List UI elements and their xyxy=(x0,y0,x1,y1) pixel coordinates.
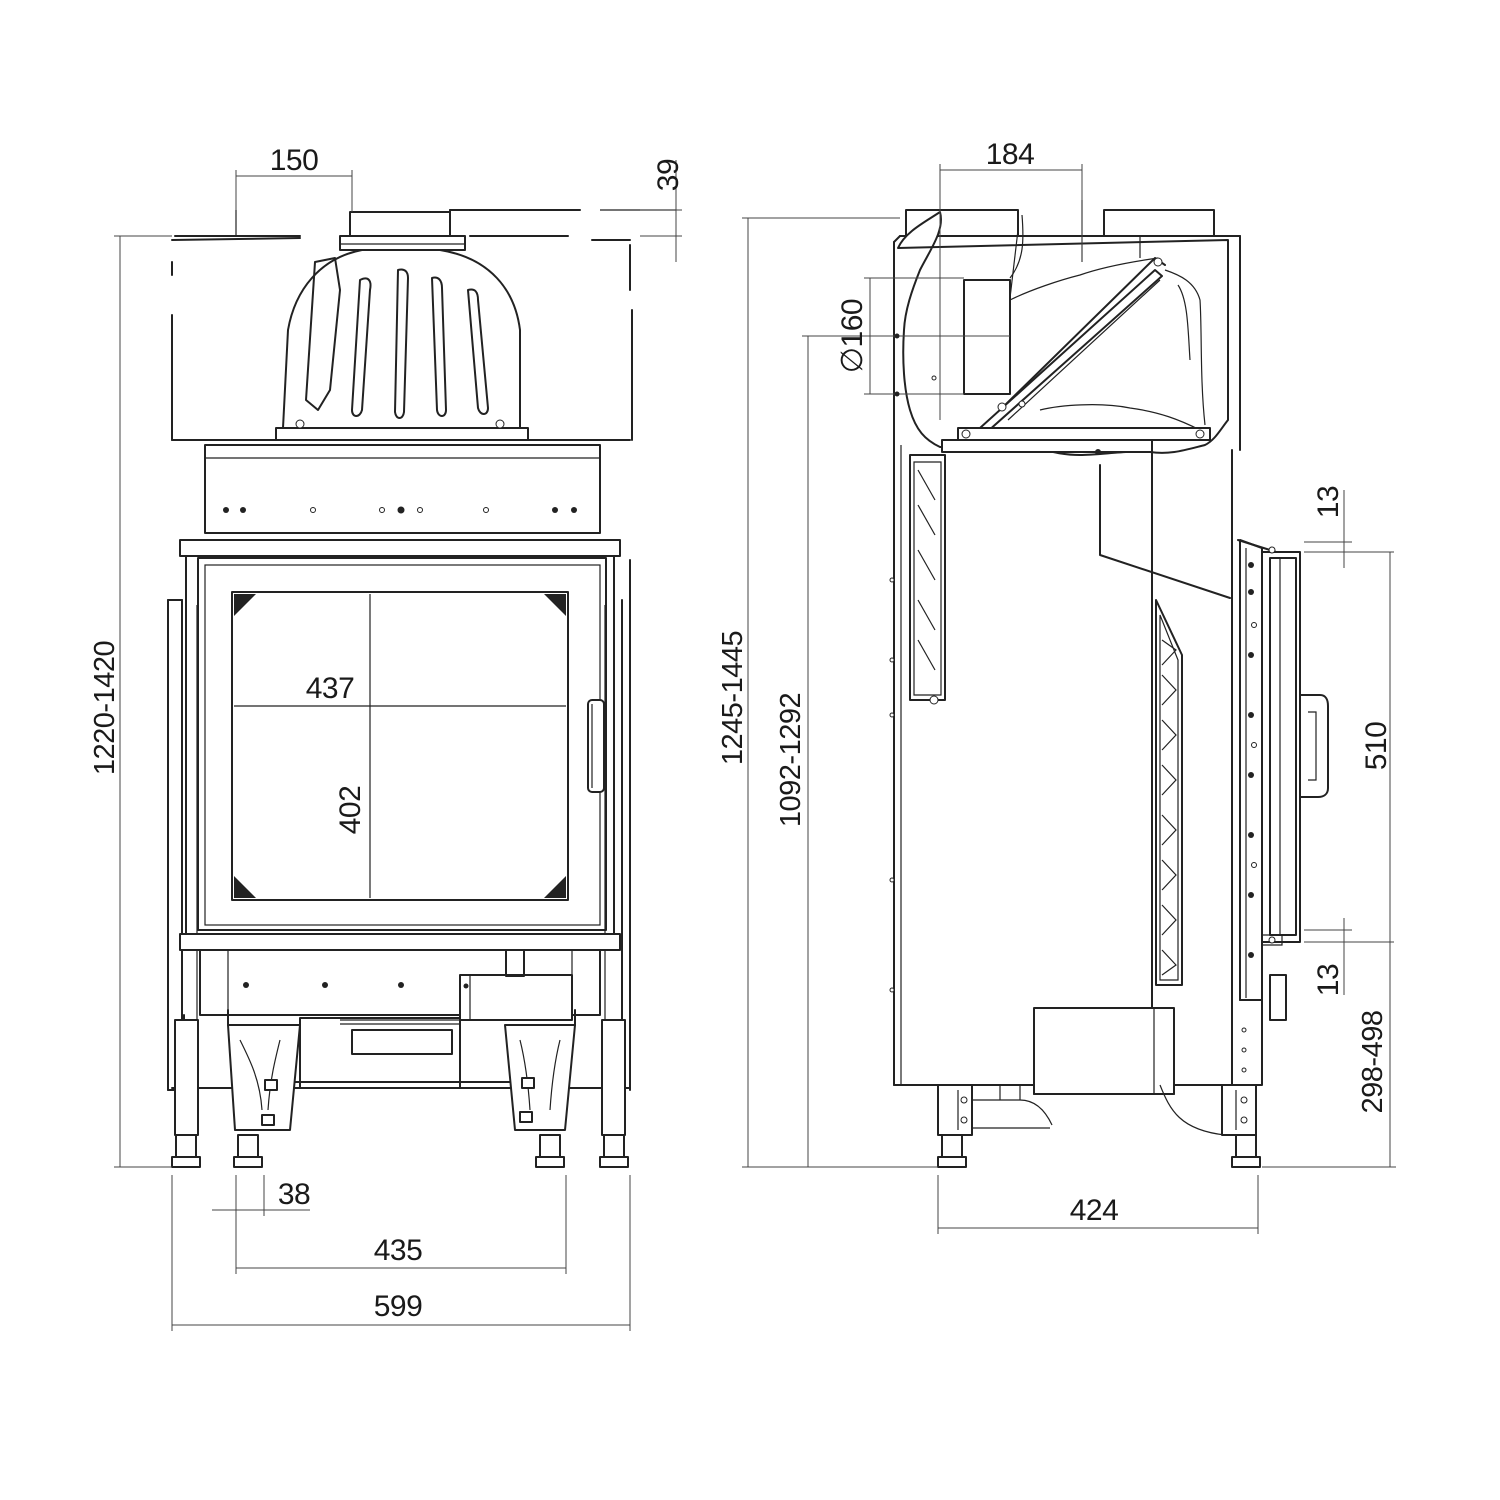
dim-front-total-width-label: 599 xyxy=(374,1290,423,1323)
front-convection-dome xyxy=(275,249,529,441)
dim-door-height-label: 510 xyxy=(1360,722,1393,771)
front-door[interactable] xyxy=(179,539,621,951)
side-legs xyxy=(937,1084,1261,1168)
front-glass xyxy=(231,591,569,901)
front-top-cover xyxy=(171,209,676,241)
side-top-collars xyxy=(905,209,1215,237)
side-left-vent xyxy=(909,454,946,705)
front-door-handle[interactable] xyxy=(587,699,605,793)
dim-top-offset-label: 39 xyxy=(652,159,685,191)
dim-glass-width-label: 437 xyxy=(306,672,355,705)
front-glass-dims xyxy=(234,594,566,898)
front-lower-section xyxy=(171,949,631,1101)
side-door-handle[interactable] xyxy=(1299,694,1329,798)
dim-leg-spacing-label: 435 xyxy=(374,1234,423,1267)
side-view: 184 ∅160 1245-1445 1092-1292 13 510 13 2… xyxy=(717,138,1396,1234)
dim-leg-width-label: 38 xyxy=(278,1178,310,1211)
front-dimension-lines xyxy=(114,160,682,1331)
dim-front-total-height-label: 1220-1420 xyxy=(89,641,121,775)
side-right-vent xyxy=(1155,599,1183,986)
dim-flue-height-label: 1092-1292 xyxy=(775,693,807,827)
side-dimension-lines xyxy=(742,164,1396,1234)
dim-flue-diameter-label: ∅160 xyxy=(836,299,869,373)
side-main-body xyxy=(889,235,1241,1086)
dim-door-base-height-label: 298-498 xyxy=(1357,1011,1389,1114)
side-door-assembly[interactable] xyxy=(1237,539,1329,1086)
front-view: 150 39 1220-1420 437 402 38 435 599 xyxy=(89,144,685,1331)
dim-side-total-height-label: 1245-1445 xyxy=(717,631,749,765)
front-upper-panel xyxy=(204,444,601,534)
dim-flue-offset-label: 184 xyxy=(986,138,1035,171)
side-cutaway xyxy=(897,200,1229,456)
dim-glass-height-label: 402 xyxy=(334,786,367,835)
front-ashpan-lever[interactable] xyxy=(459,974,573,1021)
dim-flue-width-label: 150 xyxy=(270,144,319,177)
dim-side-total-depth-label: 424 xyxy=(1070,1194,1119,1227)
front-ashpan[interactable] xyxy=(351,1029,453,1055)
dim-door-bottom-gap-label: 13 xyxy=(1312,964,1345,996)
dim-door-top-gap-label: 13 xyxy=(1312,486,1345,518)
front-flue-collar xyxy=(339,211,466,251)
front-legs xyxy=(171,1009,629,1168)
side-ash-box xyxy=(1033,1007,1175,1095)
